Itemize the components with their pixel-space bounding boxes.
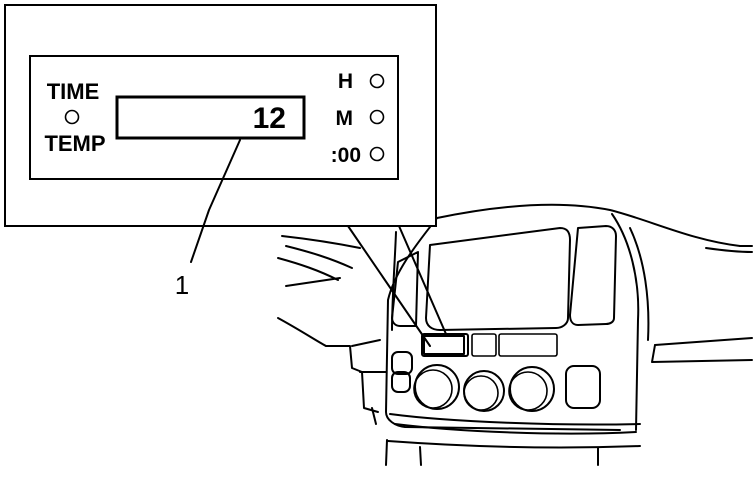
callout-number: 1 <box>175 270 189 300</box>
time-temp-indicator[interactable] <box>64 109 80 125</box>
callout-leader: 1 <box>175 139 241 300</box>
dashboard-drawing <box>277 203 753 466</box>
hour-label: H <box>338 70 353 93</box>
clock-display-value: 12 <box>253 102 286 135</box>
minute-label: M <box>336 107 354 130</box>
time-label: TIME <box>47 79 100 104</box>
temp-label: TEMP <box>44 131 105 156</box>
hour-button[interactable] <box>369 73 385 89</box>
leader-line <box>190 139 241 263</box>
clock-display-window <box>115 95 306 140</box>
zero-button[interactable] <box>369 146 385 162</box>
zero-label: :00 <box>331 144 361 167</box>
minute-button[interactable] <box>369 109 385 125</box>
callout-panel: TIME TEMP 12 H M :00 <box>4 4 437 227</box>
